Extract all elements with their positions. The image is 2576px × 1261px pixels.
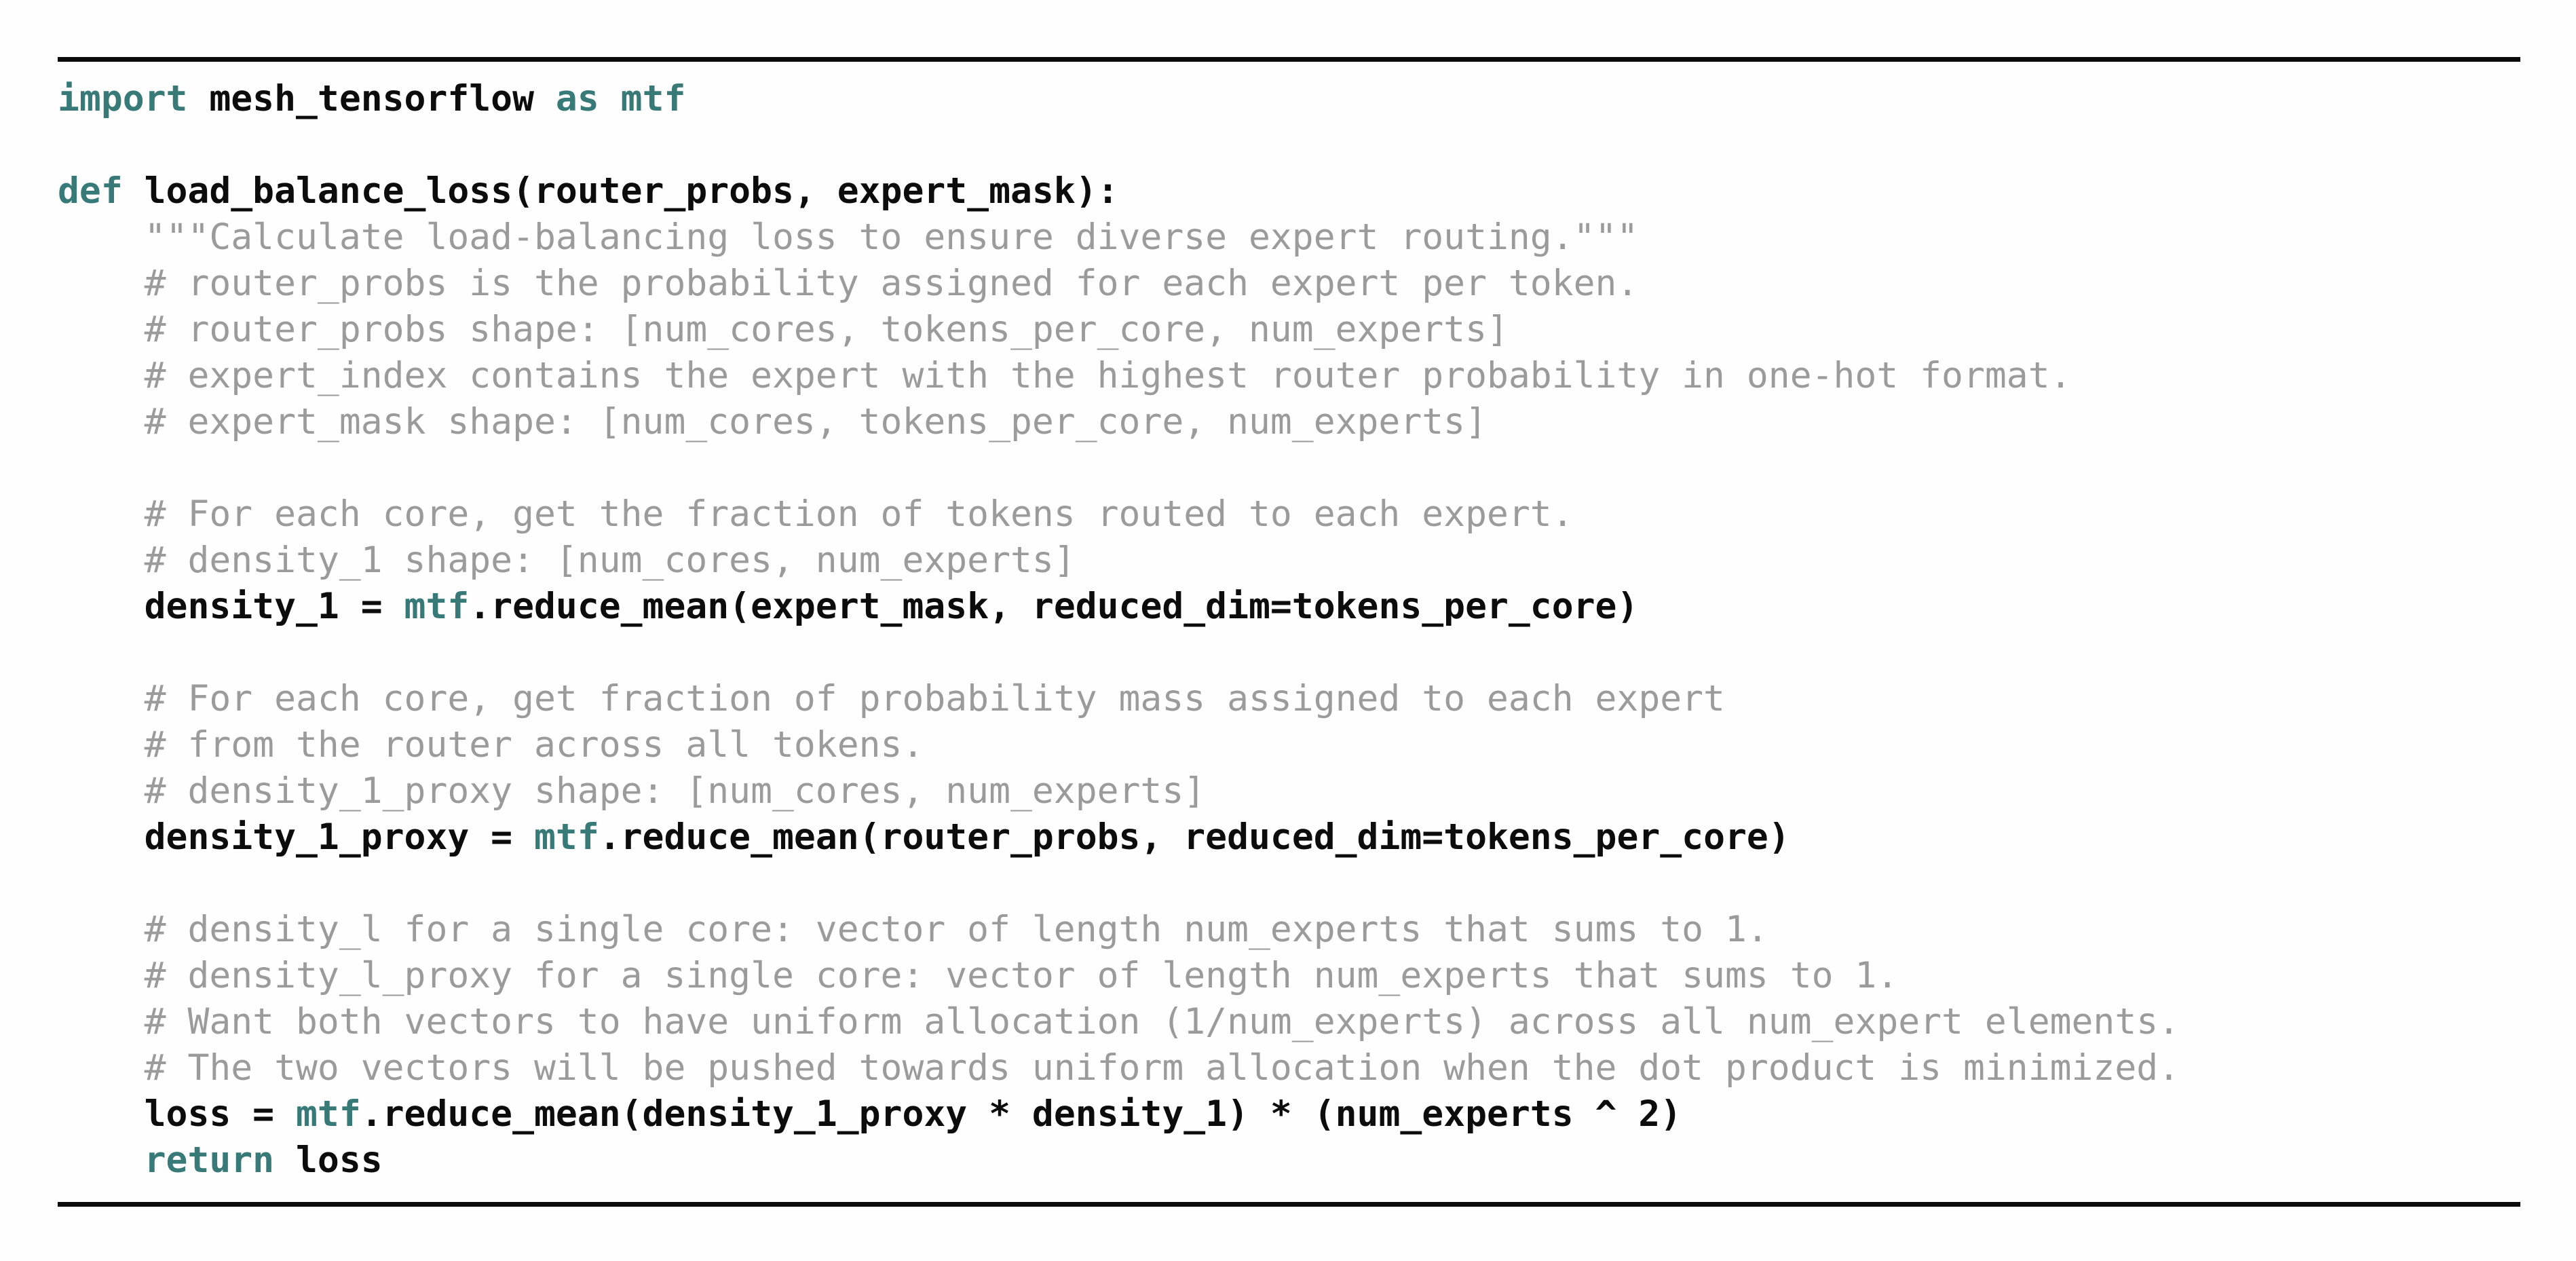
code-text: loss = [58,1093,296,1135]
code-comment: # For each core, get fraction of probabi… [58,678,1725,719]
bottom-rule [58,1202,2520,1207]
code-line: # expert_index contains the expert with … [58,353,2180,399]
code-line: def load_balance_loss(router_probs, expe… [58,168,2180,214]
code-line: density_1_proxy = mtf.reduce_mean(router… [58,814,2180,861]
code-text: .reduce_mean(expert_mask, reduced_dim=to… [469,586,1639,627]
code-line: loss = mtf.reduce_mean(density_1_proxy *… [58,1091,2180,1137]
code-comment: # The two vectors will be pushed towards… [58,1047,2180,1089]
code-line: # expert_mask shape: [num_cores, tokens_… [58,399,2180,445]
code-text: density_1 = [58,586,404,627]
code-keyword: def [58,170,123,212]
code-keyword: mtf [404,586,470,627]
top-rule [58,57,2520,62]
code-line: # For each core, get fraction of probabi… [58,676,2180,722]
code-block: import mesh_tensorflow as mtf def load_b… [58,76,2180,1184]
code-line: """Calculate load-balancing loss to ensu… [58,214,2180,261]
code-line [58,861,2180,907]
code-line: # density_1 shape: [num_cores, num_exper… [58,538,2180,584]
code-line: # router_probs shape: [num_cores, tokens… [58,307,2180,353]
code-line: return loss [58,1137,2180,1184]
code-line: import mesh_tensorflow as mtf [58,76,2180,122]
code-text: .reduce_mean(density_1_proxy * density_1… [360,1093,1682,1135]
code-line: # from the router across all tokens. [58,722,2180,768]
code-comment: # Want both vectors to have uniform allo… [58,1001,2180,1042]
code-text: density_1_proxy = [58,816,534,858]
code-line: # The two vectors will be pushed towards… [58,1045,2180,1091]
code-text: mesh_tensorflow [187,78,556,119]
code-keyword: as [555,78,599,119]
code-comment: # router_probs shape: [num_cores, tokens… [58,309,1509,350]
code-line: # Want both vectors to have uniform allo… [58,999,2180,1045]
code-text: load_balance_loss(router_probs, expert_m… [122,170,1119,212]
code-line: # For each core, get the fraction of tok… [58,491,2180,538]
code-text: .reduce_mean(router_probs, reduced_dim=t… [599,816,1790,858]
code-text: loss [274,1140,383,1181]
code-line: # density_1_proxy shape: [num_cores, num… [58,768,2180,814]
code-text [58,1140,145,1181]
code-keyword: mtf [534,816,599,858]
code-comment: # density_l for a single core: vector of… [58,909,1768,950]
code-comment: # from the router across all tokens. [58,724,924,766]
code-comment: # density_l_proxy for a single core: vec… [58,955,1899,996]
code-keyword: import [58,78,188,119]
code-line: # density_l_proxy for a single core: vec… [58,953,2180,999]
code-comment: # expert_index contains the expert with … [58,355,2072,396]
code-line [58,445,2180,491]
code-comment: # density_1 shape: [num_cores, num_exper… [58,540,1076,581]
code-text [599,78,621,119]
code-comment: # expert_mask shape: [num_cores, tokens_… [58,401,1487,443]
code-line [58,630,2180,676]
code-keyword: mtf [296,1093,361,1135]
code-keyword: mtf [620,78,686,119]
code-line: # router_probs is the probability assign… [58,261,2180,307]
code-line: density_1 = mtf.reduce_mean(expert_mask,… [58,584,2180,630]
code-comment: """Calculate load-balancing loss to ensu… [58,217,1639,258]
code-comment: # density_1_proxy shape: [num_cores, num… [58,770,1206,812]
code-comment: # router_probs is the probability assign… [58,263,1639,304]
code-comment: # For each core, get the fraction of tok… [58,493,1574,535]
code-line [58,122,2180,168]
code-keyword: return [144,1140,275,1181]
code-line: # density_l for a single core: vector of… [58,907,2180,953]
